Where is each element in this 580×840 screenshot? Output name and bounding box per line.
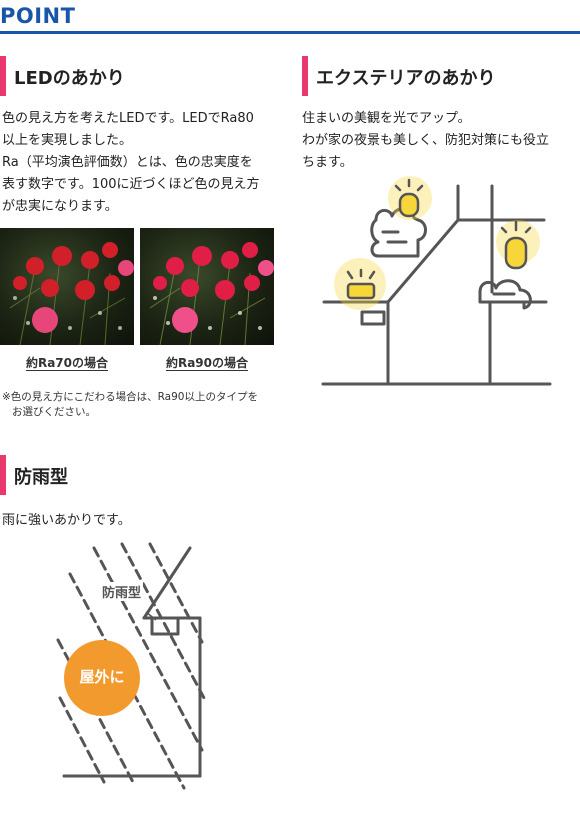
rose-photo-ra90 bbox=[140, 228, 274, 345]
outdoor-badge: 屋外に bbox=[79, 668, 125, 686]
footnote-line: お選びください。 bbox=[12, 406, 96, 418]
led-line: 色の見え方を考えたLEDです。LEDでRa80 bbox=[2, 111, 254, 126]
led-description: 色の見え方を考えたLEDです。LEDでRa80 以上を実現しました。 Ra（平均… bbox=[2, 108, 282, 218]
rain-section-accent bbox=[0, 455, 6, 495]
led-footnote: ※色の見え方にこだわる場合は、Ra90以上のタイプを お選びください。 bbox=[2, 390, 282, 420]
rose-photo-ra70 bbox=[0, 228, 134, 345]
exterior-line: わが家の夜景も美しく、防犯対策にも役立 bbox=[302, 133, 550, 148]
header-divider bbox=[0, 31, 580, 34]
photo-caption-ra70: 約Ra70の場合 bbox=[25, 356, 109, 370]
led-section-accent bbox=[0, 56, 6, 96]
photo-caption-ra90: 約Ra90の場合 bbox=[165, 356, 249, 370]
rainproof-label: 防雨型 bbox=[100, 582, 144, 601]
page-title: POINT bbox=[0, 4, 76, 28]
footnote-line: ※色の見え方にこだわる場合は、Ra90以上のタイプを bbox=[2, 391, 258, 403]
led-line: 以上を実現しました。 bbox=[2, 133, 133, 148]
led-line: が忠実になります。 bbox=[2, 199, 118, 214]
led-section-title: LEDのあかり bbox=[14, 68, 125, 89]
rainproof-illustration bbox=[56, 542, 206, 790]
exterior-illustration bbox=[321, 176, 552, 386]
led-line: Ra（平均演色評価数）とは、色の忠実度を bbox=[2, 155, 253, 170]
rain-section-title: 防雨型 bbox=[14, 467, 68, 488]
exterior-line: 住まいの美観を光でアップ。 bbox=[302, 111, 471, 126]
led-line: 表す数字です。100に近づくほど色の見え方 bbox=[2, 177, 260, 192]
exterior-section-accent bbox=[302, 56, 308, 96]
rain-description: 雨に強いあかりです。 bbox=[2, 513, 131, 528]
exterior-description: 住まいの美観を光でアップ。 わが家の夜景も美しく、防犯対策にも役立 ちます。 bbox=[302, 108, 578, 174]
exterior-line: ちます。 bbox=[302, 155, 353, 170]
exterior-section-title: エクステリアのあかり bbox=[316, 68, 496, 89]
